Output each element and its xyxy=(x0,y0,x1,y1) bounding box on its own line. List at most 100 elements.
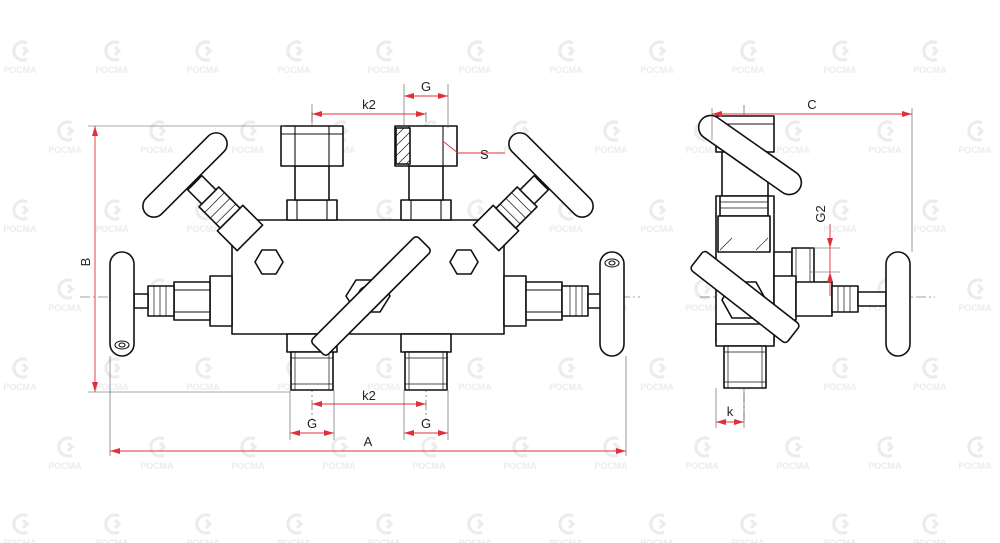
center-handle xyxy=(311,236,431,356)
side-right-handle xyxy=(885,251,911,357)
watermark-text: РОСМА xyxy=(95,382,129,392)
watermark-logo: РОСМА xyxy=(231,436,265,471)
dim-k-label: k xyxy=(727,404,734,419)
watermark-logo: РОСМА xyxy=(640,199,674,234)
watermark-logo: РОСМА xyxy=(823,513,857,543)
watermark-logo: РОСМА xyxy=(685,436,719,471)
rosma-logo-icon xyxy=(558,40,576,62)
dim-bottom-k2-label: k2 xyxy=(362,388,376,403)
watermark-text: РОСМА xyxy=(958,145,992,155)
side-view: C G2 k xyxy=(690,97,935,428)
rosma-logo-icon xyxy=(832,357,850,379)
watermark-text: РОСМА xyxy=(640,538,674,543)
watermark-logo: РОСМА xyxy=(458,40,492,75)
watermark-text: РОСМА xyxy=(186,382,220,392)
top-right-port xyxy=(394,125,458,221)
rosma-logo-icon xyxy=(57,436,75,458)
watermark-logo: РОСМА xyxy=(3,513,37,543)
watermark-text: РОСМА xyxy=(823,65,857,75)
rosma-logo-icon xyxy=(922,357,940,379)
rosma-logo-icon xyxy=(12,513,30,535)
watermark-text: РОСМА xyxy=(48,145,82,155)
left-horizontal-valve xyxy=(109,251,233,357)
dim-bottom-g-right-label: G xyxy=(421,416,431,431)
rosma-logo-icon xyxy=(922,40,940,62)
rosma-logo-icon xyxy=(603,120,621,142)
watermark-logo: РОСМА xyxy=(458,513,492,543)
watermark-text: РОСМА xyxy=(231,461,265,471)
rosma-logo-icon xyxy=(195,357,213,379)
rosma-logo-icon xyxy=(149,436,167,458)
watermark-logo: РОСМА xyxy=(731,40,765,75)
watermark-logo: РОСМА xyxy=(549,357,583,392)
watermark-text: РОСМА xyxy=(3,65,37,75)
watermark-logo: РОСМА xyxy=(868,120,902,155)
dim-g2-label: G2 xyxy=(813,205,828,222)
rosma-logo-icon xyxy=(694,436,712,458)
side-center-handle xyxy=(690,250,800,344)
rosma-logo-icon xyxy=(967,436,985,458)
watermark-logo: РОСМА xyxy=(277,40,311,75)
watermark-logo: РОСМА xyxy=(186,513,220,543)
rosma-logo-icon xyxy=(149,120,167,142)
rosma-logo-icon xyxy=(286,40,304,62)
watermark-text: РОСМА xyxy=(140,461,174,471)
watermark-logo: РОСМА xyxy=(958,278,992,313)
watermark-logo: РОСМА xyxy=(549,40,583,75)
rosma-logo-icon xyxy=(240,120,258,142)
watermark-text: РОСМА xyxy=(3,224,37,234)
watermark-logo: РОСМА xyxy=(186,357,220,392)
rosma-logo-icon xyxy=(104,40,122,62)
rosma-logo-icon xyxy=(649,513,667,535)
watermark-text: РОСМА xyxy=(95,224,129,234)
rosma-logo-icon xyxy=(512,436,530,458)
rosma-logo-icon xyxy=(104,199,122,221)
watermark-text: РОСМА xyxy=(186,538,220,543)
rosma-logo-icon xyxy=(57,120,75,142)
watermark-logo: РОСМА xyxy=(640,513,674,543)
watermark-text: РОСМА xyxy=(868,145,902,155)
watermark-logo: РОСМА xyxy=(48,120,82,155)
watermark-logo: РОСМА xyxy=(868,436,902,471)
rosma-logo-icon xyxy=(240,436,258,458)
watermark-text: РОСМА xyxy=(277,538,311,543)
watermark-text: РОСМА xyxy=(913,382,947,392)
front-view: G k2 S B k2 G G A xyxy=(78,79,640,456)
top-left-port xyxy=(280,125,344,221)
watermark-text: РОСМА xyxy=(640,382,674,392)
watermark-text: РОСМА xyxy=(186,65,220,75)
watermark-logo: РОСМА xyxy=(958,120,992,155)
watermark-logo: РОСМА xyxy=(3,357,37,392)
watermark-text: РОСМА xyxy=(685,145,719,155)
rosma-logo-icon xyxy=(558,513,576,535)
rosma-logo-icon xyxy=(12,199,30,221)
watermark-logo: РОСМА xyxy=(823,199,857,234)
rosma-logo-icon xyxy=(922,513,940,535)
rosma-logo-icon xyxy=(740,513,758,535)
watermark-logo: РОСМА xyxy=(913,40,947,75)
watermark-text: РОСМА xyxy=(823,224,857,234)
rosma-logo-icon xyxy=(376,40,394,62)
watermark-logo: РОСМА xyxy=(277,513,311,543)
dim-s-label: S xyxy=(480,147,489,162)
rosma-logo-icon xyxy=(467,199,485,221)
watermark-text: РОСМА xyxy=(458,538,492,543)
dim-top-k2-label: k2 xyxy=(362,97,376,112)
dim-top-g-label: G xyxy=(421,79,431,94)
rosma-logo-icon xyxy=(12,40,30,62)
watermark-text: РОСМА xyxy=(913,65,947,75)
dim-c-label: C xyxy=(807,97,816,112)
watermark-logo: РОСМА xyxy=(95,40,129,75)
watermark-logo: РОСМА xyxy=(322,436,356,471)
watermark-text: РОСМА xyxy=(322,461,356,471)
watermark-logo: РОСМА xyxy=(503,436,537,471)
watermark-logo: РОСМА xyxy=(367,40,401,75)
watermark-text: РОСМА xyxy=(458,382,492,392)
rosma-logo-icon xyxy=(104,513,122,535)
rosma-logo-icon xyxy=(649,40,667,62)
watermark-text: РОСМА xyxy=(868,461,902,471)
watermark-text: РОСМА xyxy=(640,65,674,75)
rosma-logo-icon xyxy=(331,436,349,458)
watermark-logo: РОСМА xyxy=(140,120,174,155)
